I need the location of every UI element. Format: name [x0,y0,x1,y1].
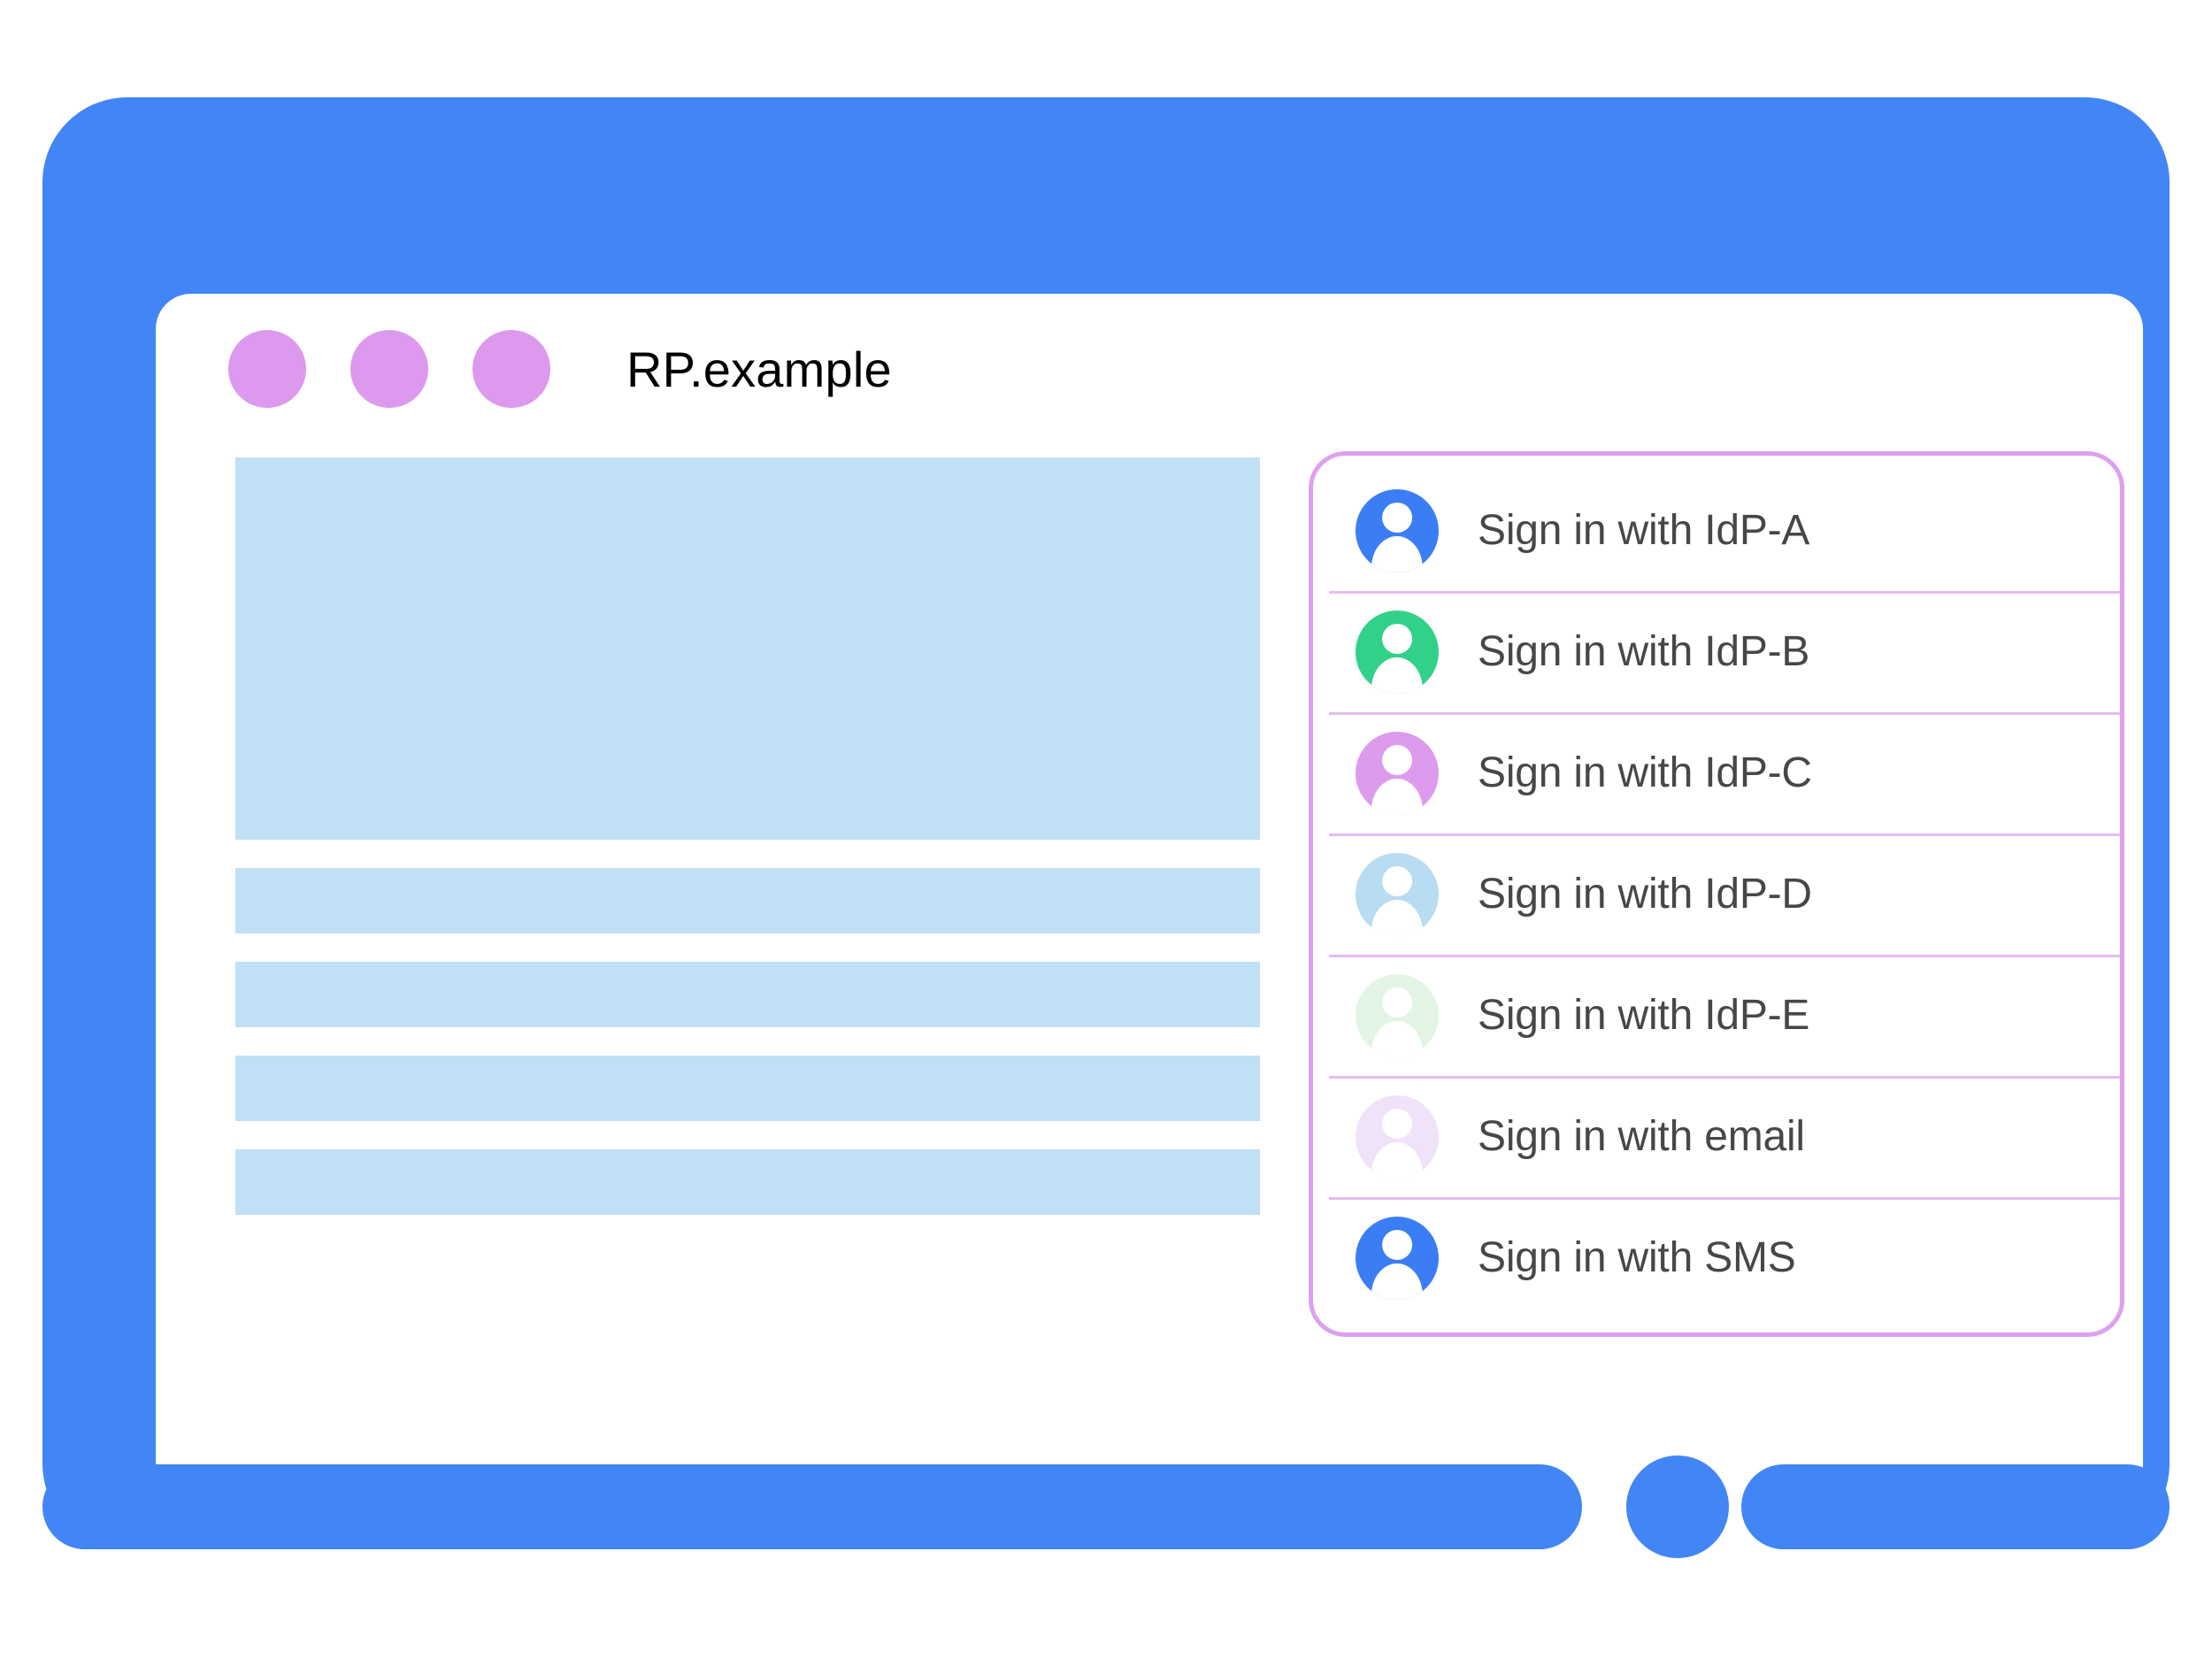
account-row[interactable]: Sign in with IdP-D [1313,833,2120,955]
account-label: Sign in with IdP-E [1478,992,1810,1039]
account-row[interactable]: Sign in with IdP-C [1313,712,2120,833]
account-row[interactable]: Sign in with IdP-A [1313,470,2120,591]
account-row[interactable]: Sign in with IdP-B [1313,591,2120,712]
account-row[interactable]: Sign in with email [1313,1076,2120,1197]
account-label: Sign in with IdP-C [1478,749,1812,796]
account-label: Sign in with IdP-B [1478,628,1810,675]
device-bottom-bar-right [1741,1464,2170,1549]
person-avatar-icon [1356,1216,1439,1300]
window-chrome: RP.example [156,294,2143,444]
person-avatar-icon [1356,610,1439,694]
page-title: RP.example [626,341,892,397]
account-row[interactable]: Sign in with SMS [1313,1197,2120,1318]
person-avatar-icon [1356,852,1439,936]
account-label: Sign in with IdP-D [1478,871,1812,918]
placeholder-bar-1 [235,868,1260,933]
window-dot-1[interactable] [228,330,306,408]
person-avatar-icon [1356,973,1439,1057]
content-placeholder-area [235,457,1260,1243]
account-label: Sign in with SMS [1478,1234,1796,1281]
account-row[interactable]: Sign in with IdP-E [1313,955,2120,1076]
placeholder-bar-2 [235,962,1260,1027]
device-frame: RP.example Sign in with IdP-A Sign in wi… [42,97,2170,1559]
placeholder-bar-3 [235,1056,1260,1121]
window-dot-3[interactable] [472,330,550,408]
device-bottom-bar-left [42,1464,1582,1549]
person-avatar-icon [1356,488,1439,572]
person-avatar-icon [1356,731,1439,815]
person-avatar-icon [1356,1094,1439,1179]
browser-window: RP.example Sign in with IdP-A Sign in wi… [156,294,2143,1559]
placeholder-hero [235,457,1260,840]
account-chooser-panel: Sign in with IdP-A Sign in with IdP-B Si… [1309,451,2124,1337]
account-label: Sign in with IdP-A [1478,507,1810,554]
home-button[interactable] [1626,1455,1729,1558]
account-label: Sign in with email [1478,1113,1805,1160]
placeholder-bar-4 [235,1149,1260,1215]
window-dot-2[interactable] [350,330,428,408]
